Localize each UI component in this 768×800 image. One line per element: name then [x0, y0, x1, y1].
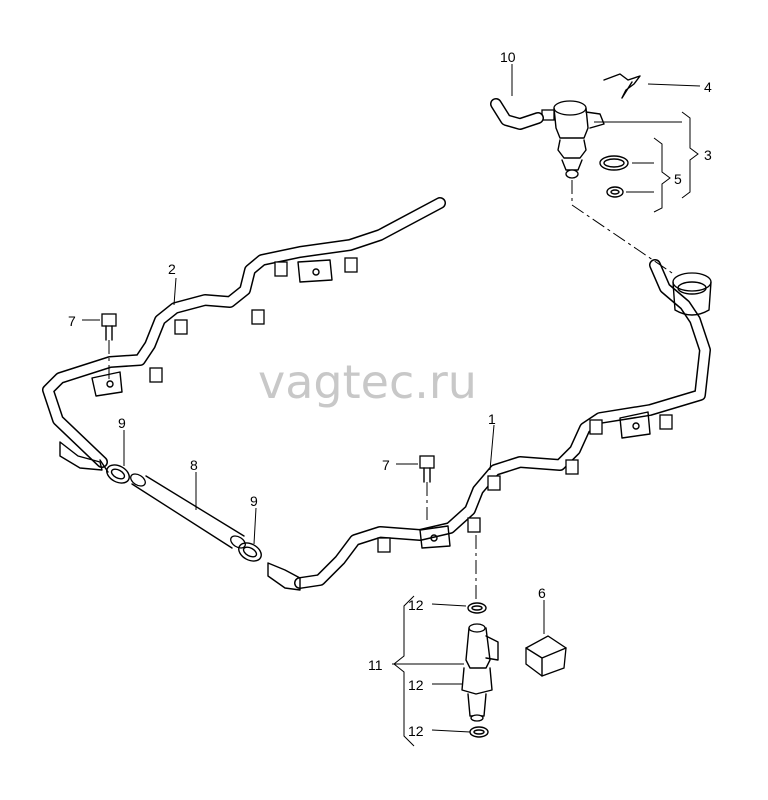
- callout-7-upper: 7: [68, 313, 76, 329]
- bolt-upper[interactable]: [101, 313, 117, 341]
- injector-connector[interactable]: [525, 635, 567, 677]
- leader-lines: [82, 64, 701, 733]
- seal-ring-top[interactable]: [467, 602, 487, 614]
- callout-6: 6: [538, 585, 546, 601]
- fuel-rail-upper[interactable]: [42, 197, 446, 473]
- connecting-hose[interactable]: [129, 472, 248, 551]
- watermark: vagtec.ru: [258, 355, 477, 409]
- seal-ring-bottom[interactable]: [469, 726, 489, 738]
- callout-5: 5: [674, 171, 682, 187]
- callout-9-left: 9: [118, 415, 126, 431]
- callout-11: 11: [368, 657, 383, 673]
- vacuum-hose[interactable]: [490, 98, 544, 130]
- fuel-rail-lower[interactable]: [267, 259, 712, 591]
- callout-12-top: 12: [408, 597, 424, 613]
- callout-10: 10: [500, 49, 516, 65]
- callout-1: 1: [488, 411, 496, 427]
- hose-clamp-right[interactable]: [236, 539, 265, 564]
- callout-3: 3: [704, 147, 712, 163]
- callout-8: 8: [190, 457, 198, 473]
- assembly-line-regulator: [571, 180, 676, 276]
- fuel-pressure-regulator[interactable]: [541, 100, 605, 179]
- fuel-injector[interactable]: [461, 623, 499, 722]
- brace-3: [681, 111, 699, 199]
- retaining-clip[interactable]: [603, 73, 641, 99]
- callout-7-lower: 7: [382, 457, 390, 473]
- brace-5: [653, 137, 671, 213]
- callout-4: 4: [704, 79, 712, 95]
- callout-9-right: 9: [250, 493, 258, 509]
- callout-12-middle: 12: [408, 677, 424, 693]
- callout-12-bottom: 12: [408, 723, 424, 739]
- o-ring-set[interactable]: [599, 155, 629, 198]
- bolt-lower[interactable]: [419, 455, 435, 483]
- hose-clamp-left[interactable]: [104, 461, 133, 486]
- callout-2: 2: [168, 261, 176, 277]
